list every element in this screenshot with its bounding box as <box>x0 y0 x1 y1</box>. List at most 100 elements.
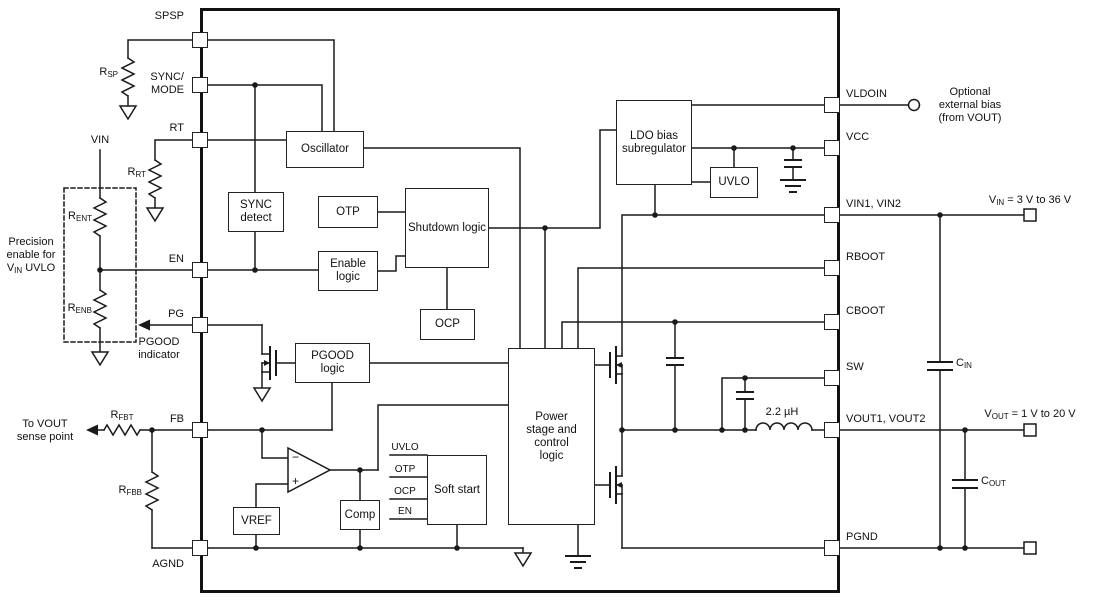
softstart-input-ocp: OCP <box>394 486 416 497</box>
internal-logic-wiring <box>207 39 619 569</box>
pin-label-pg: PG <box>168 308 184 320</box>
pin-vcc <box>824 140 840 156</box>
softstart-input-lines <box>389 454 428 520</box>
ground-arrow-icon <box>145 207 165 223</box>
vin-node-label: VIN <box>90 134 110 146</box>
sync-detect-block: SYNC detect <box>228 192 284 232</box>
ldo-bias-block: LDO bias subregulator <box>616 100 692 185</box>
vref-block: VREF <box>233 507 280 535</box>
pin-label-sw: SW <box>846 361 864 373</box>
inductor-coil <box>755 422 813 431</box>
left-arrowhead-icon <box>138 319 150 331</box>
highside-mosfet <box>594 346 623 431</box>
earth-ground-icon <box>565 555 591 569</box>
ground-arrow-icon <box>252 387 272 403</box>
rfbt-resistor <box>102 423 142 437</box>
open-terminal-icon <box>907 98 921 112</box>
left-arrowhead-icon <box>86 424 98 436</box>
junction-dots <box>97 82 968 551</box>
ground-arrow-icon <box>513 552 533 568</box>
softstart-input-en: EN <box>398 506 412 517</box>
vldoin-external-net <box>839 98 921 112</box>
precision-enable-dashed-box <box>63 187 137 343</box>
renb-resistor <box>92 288 108 330</box>
error-amp-triangle <box>287 446 332 494</box>
pin-vldoin <box>824 97 840 113</box>
vout-sense-label: To VOUT sense point <box>16 418 74 443</box>
pin-cboot <box>824 314 840 330</box>
internal-power-wiring <box>561 104 825 431</box>
pin-agnd <box>192 540 208 556</box>
otp-block: OTP <box>318 196 378 228</box>
terminal-square-icon <box>1023 208 1037 222</box>
pgood-mosfet <box>207 324 296 403</box>
error-amp-minus-sign: − <box>292 450 300 464</box>
pin-pgnd <box>824 540 840 556</box>
pin-label-cboot: CBOOT <box>846 305 886 317</box>
pin-label-rboot: RBOOT <box>846 251 886 263</box>
pin-label-agnd: AGND <box>152 558 184 570</box>
pin-label-fb: FB <box>169 413 184 425</box>
pgood-indicator-net <box>138 319 193 331</box>
precision-enable-label: Precision enable for VIN UVLO <box>6 236 56 275</box>
pin-sync-mode <box>192 77 208 93</box>
pin-vout <box>824 422 840 438</box>
pin-fb <box>192 422 208 438</box>
vout-external-net <box>839 423 1037 549</box>
pin-vin <box>824 207 840 223</box>
terminal-square-icon <box>1023 541 1037 555</box>
pin-spsp <box>192 32 208 48</box>
softstart-input-otp: OTP <box>394 464 416 475</box>
rsp-resistor <box>120 56 136 98</box>
pin-label-spsp: SPSP <box>154 10 184 22</box>
error-amp-plus-sign: + <box>292 474 300 488</box>
ic-boundary <box>200 8 840 593</box>
optional-bias-label: Optional external bias (from VOUT) <box>938 86 1002 124</box>
pin-label-en: EN <box>168 253 184 265</box>
pin-en <box>192 262 208 278</box>
enable-logic-block: Enable logic <box>318 251 378 291</box>
rsp-label: RSP <box>99 66 118 79</box>
pgood-logic-block: PGOOD logic <box>295 343 370 383</box>
comp-block: Comp <box>340 500 380 530</box>
cout-label: COUT <box>981 475 1006 488</box>
enable-divider-net <box>63 149 193 367</box>
vout-range-label: VOUT = 1 V to 20 V <box>984 408 1076 421</box>
inductor-value-label: 2.2 µH <box>765 406 799 418</box>
softstart-input-uvlo: UVLO <box>391 442 419 453</box>
uvlo-block: UVLO <box>710 167 758 198</box>
rent-resistor <box>92 196 108 238</box>
rfbt-label: RFBT <box>110 409 134 422</box>
power-stage-block: Power stage and control logic <box>508 348 595 525</box>
pin-label-vldoin: VLDOIN <box>846 88 887 100</box>
pin-label-vin: VIN1, VIN2 <box>846 198 902 210</box>
renb-label: RENB <box>67 302 92 315</box>
fb-external-net <box>86 423 209 549</box>
pgnd-external-net <box>839 541 1037 555</box>
pin-pg <box>192 317 208 333</box>
soft-start-block: Soft start <box>427 455 487 525</box>
earth-ground-icon <box>780 179 806 193</box>
pin-sw <box>824 370 840 386</box>
rfbb-resistor <box>144 470 160 512</box>
rfbb-label: RFBB <box>118 484 142 497</box>
oscillator-block: Oscillator <box>286 131 364 168</box>
pin-rboot <box>824 260 840 276</box>
lowside-mosfet <box>594 429 825 549</box>
pin-label-sync-mode: SYNC/MODE <box>150 71 184 96</box>
shutdown-logic-block: Shutdown logic <box>405 188 489 268</box>
spsp-external-net <box>118 39 193 121</box>
pin-label-pgnd: PGND <box>846 531 878 543</box>
ground-arrow-icon <box>90 351 110 367</box>
pin-rt <box>192 132 208 148</box>
cout-capacitor <box>952 479 978 489</box>
pin-label-vcc: VCC <box>846 131 870 143</box>
pin-label-rt: RT <box>169 122 184 134</box>
ocp-block: OCP <box>420 309 475 340</box>
pin-label-vout: VOUT1, VOUT2 <box>846 413 926 425</box>
rrt-resistor <box>147 158 163 200</box>
vin-range-label: VIN = 3 V to 36 V <box>988 194 1072 207</box>
rent-label: RENT <box>68 210 92 223</box>
rt-external-net <box>145 139 193 223</box>
